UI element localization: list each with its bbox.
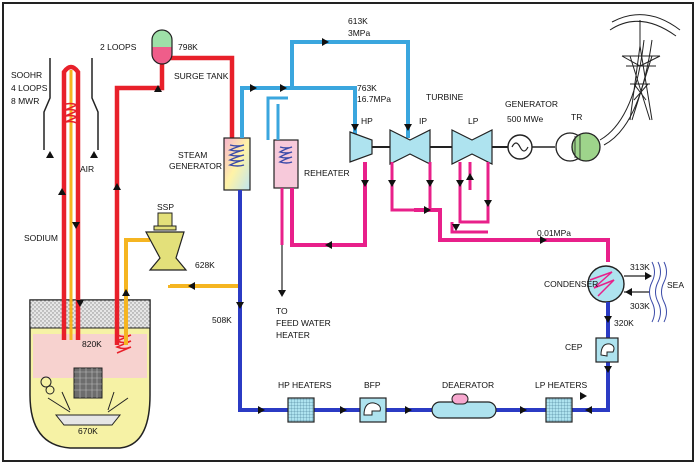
reheater: REHEATER — [273, 139, 350, 189]
surge-tank — [151, 29, 173, 65]
condenser: CONDENSER 313K 303K SEA — [544, 261, 684, 323]
decay-heat-removal-shaft: SOOHR 4 LOOPS 8 MWR AIR SODIUM — [11, 58, 99, 340]
label-air: AIR — [80, 164, 94, 174]
label-8-mwr: 8 MWR — [11, 96, 39, 106]
label-turbine: TURBINE — [426, 92, 464, 102]
turbine-set: HP IP LP TURBINE GENERATOR 500 MWe TR — [349, 92, 601, 165]
label-628k: 628K — [195, 260, 215, 270]
label-hp: HP — [361, 116, 373, 126]
lp-heaters: LP HEATERS — [535, 380, 587, 423]
label-deaerator: DEAERATOR — [442, 380, 494, 390]
label-500-mwe: 500 MWe — [507, 114, 543, 124]
label-670k: 670K — [78, 426, 98, 436]
label-2-loops: 2 LOOPS — [100, 42, 137, 52]
label-798k: 798K — [178, 42, 198, 52]
condensate-extraction-pump — [595, 337, 619, 363]
label-condenser: CONDENSER — [544, 279, 598, 289]
label-hp-heaters: HP HEATERS — [278, 380, 332, 390]
transmission-tower — [599, 14, 681, 146]
label-lp-heaters: LP HEATERS — [535, 380, 587, 390]
label-soohr: SOOHR — [11, 70, 42, 80]
hp-turbine — [349, 131, 373, 163]
label-steam: STEAM — [178, 150, 207, 160]
label-heater: HEATER — [276, 330, 310, 340]
label-613k: 613K — [348, 16, 368, 26]
reactor-core — [73, 367, 103, 399]
label-surge-tank: SURGE TANK — [174, 71, 229, 81]
label-sea: SEA — [667, 280, 684, 290]
deaerator: DEAERATOR — [431, 380, 497, 419]
secondary-sodium-pump: SSP — [144, 202, 188, 271]
reheat-and-exhaust-lines: 0.01MPa TO FEED WATER HEATER — [276, 162, 610, 340]
label-bfp: BFP — [364, 380, 381, 390]
label-303k: 303K — [630, 301, 650, 311]
label-820k: 820K — [82, 339, 102, 349]
label-tr: TR — [571, 112, 582, 122]
label-3mpa: 3MPa — [348, 28, 370, 38]
label-313k: 313K — [630, 262, 650, 272]
label-generator: GENERATOR — [505, 99, 558, 109]
label-lp: LP — [468, 116, 479, 126]
label-0-01mpa: 0.01MPa — [537, 228, 571, 238]
main-steam-lines: 613K 3MPa 763K 16.7MPa — [240, 16, 412, 140]
label-763k: 763K — [357, 83, 377, 93]
label-generator-sg: GENERATOR — [169, 161, 222, 171]
label-508k: 508K — [212, 315, 232, 325]
label-to: TO — [276, 306, 288, 316]
label-ip: IP — [419, 116, 427, 126]
label-cep: CEP — [565, 342, 583, 352]
boiler-feed-pump: BFP — [359, 380, 387, 423]
label-ssp: SSP — [157, 202, 174, 212]
hp-heaters: HP HEATERS — [278, 380, 332, 423]
lp-turbine — [451, 129, 493, 165]
steam-generator: STEAM GENERATOR — [169, 137, 251, 191]
reactor-vessel: 820K 670K — [29, 299, 151, 449]
label-16-7mpa: 16.7MPa — [357, 94, 391, 104]
label-sodium: SODIUM — [24, 233, 58, 243]
label-reheater: REHEATER — [304, 168, 350, 178]
label-320k: 320K — [614, 318, 634, 328]
label-feed-water: FEED WATER — [276, 318, 331, 328]
label-4-loops: 4 LOOPS — [11, 83, 48, 93]
